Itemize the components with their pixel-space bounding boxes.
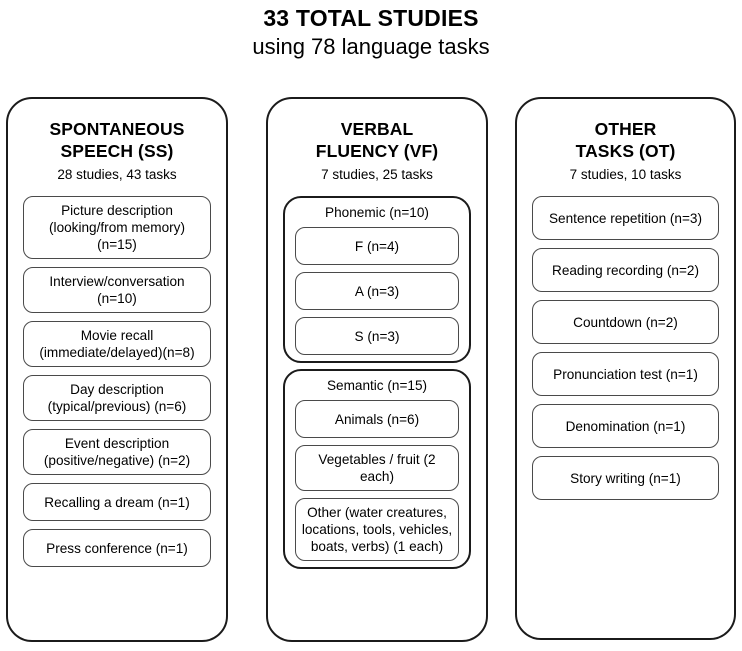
- task-list-vf: Phonemic (n=10) F (n=4) A (n=3) S (n=3) …: [268, 184, 486, 575]
- column-title-ss-line1: SPONTANEOUS: [49, 119, 185, 139]
- column-title-ot-line1: OTHER: [594, 119, 657, 139]
- page-subtitle: using 78 language tasks: [252, 34, 490, 59]
- column-header-ss: SPONTANEOUS SPEECH (SS) 28 studies, 43 t…: [8, 99, 226, 184]
- task-box: Animals (n=6): [295, 400, 459, 438]
- task-box: F (n=4): [295, 227, 459, 265]
- task-box: Vegetables / fruit (2 each): [295, 445, 459, 491]
- column-subtitle-ss: 28 studies, 43 tasks: [57, 167, 177, 182]
- task-list-ss: Picture description (looking/from memory…: [8, 184, 226, 575]
- column-other-tasks: OTHER TASKS (OT) 7 studies, 10 tasks Sen…: [515, 97, 736, 640]
- diagram-title-block: 33 TOTAL STUDIES using 78 language tasks: [0, 0, 742, 61]
- column-verbal-fluency: VERBAL FLUENCY (VF) 7 studies, 25 tasks …: [266, 97, 488, 642]
- task-group-phonemic: Phonemic (n=10) F (n=4) A (n=3) S (n=3): [283, 196, 471, 363]
- column-subtitle-vf: 7 studies, 25 tasks: [321, 167, 433, 182]
- page-title: 33 TOTAL STUDIES: [263, 5, 479, 31]
- column-header-ot: OTHER TASKS (OT) 7 studies, 10 tasks: [517, 99, 734, 184]
- column-subtitle-ot: 7 studies, 10 tasks: [569, 167, 682, 182]
- task-box: Picture description (looking/from memory…: [23, 196, 211, 259]
- task-box: A (n=3): [295, 272, 459, 310]
- task-box: Movie recall (immediate/delayed)(n=8): [23, 321, 211, 367]
- task-box: Countdown (n=2): [532, 300, 719, 344]
- task-box: Interview/conversation (n=10): [23, 267, 211, 313]
- task-group-label-phonemic: Phonemic (n=10): [325, 205, 429, 220]
- task-box: Reading recording (n=2): [532, 248, 719, 292]
- task-box: Day description (typical/previous) (n=6): [23, 375, 211, 421]
- category-columns: SPONTANEOUS SPEECH (SS) 28 studies, 43 t…: [0, 97, 742, 645]
- column-title-ot-line2: TASKS (OT): [575, 141, 676, 161]
- task-group-semantic: Semantic (n=15) Animals (n=6) Vegetables…: [283, 369, 471, 569]
- task-box: Event description (positive/negative) (n…: [23, 429, 211, 475]
- task-box: Pronunciation test (n=1): [532, 352, 719, 396]
- task-box: Other (water creatures, locations, tools…: [295, 498, 459, 561]
- task-list-ot: Sentence repetition (n=3) Reading record…: [517, 184, 734, 508]
- task-box: Sentence repetition (n=3): [532, 196, 719, 240]
- task-group-label-semantic: Semantic (n=15): [326, 378, 428, 393]
- column-header-vf: VERBAL FLUENCY (VF) 7 studies, 25 tasks: [268, 99, 486, 184]
- column-title-ss-line2: SPEECH (SS): [60, 141, 174, 161]
- column-title-vf-line2: FLUENCY (VF): [315, 141, 439, 161]
- column-title-vf-line1: VERBAL: [340, 119, 414, 139]
- column-spontaneous-speech: SPONTANEOUS SPEECH (SS) 28 studies, 43 t…: [6, 97, 228, 642]
- task-box: S (n=3): [295, 317, 459, 355]
- task-box: Press conference (n=1): [23, 529, 211, 567]
- task-box: Story writing (n=1): [532, 456, 719, 500]
- task-box: Denomination (n=1): [532, 404, 719, 448]
- task-box: Recalling a dream (n=1): [23, 483, 211, 521]
